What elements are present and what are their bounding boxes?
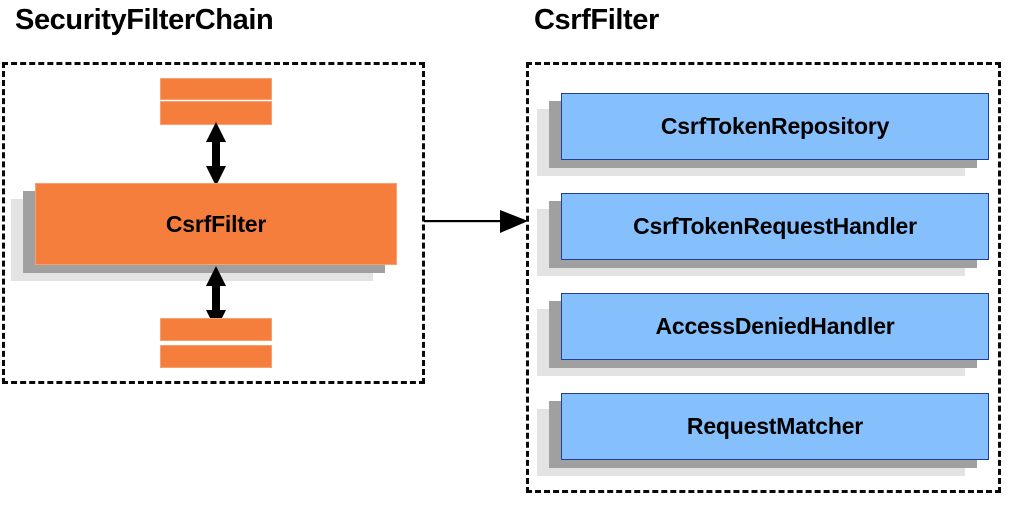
csrf-filter-panel bbox=[526, 62, 1001, 493]
collaborator-label: CsrfTokenRequestHandler bbox=[561, 193, 989, 260]
double-headed-arrow-up bbox=[206, 122, 226, 186]
panel-title-security-filter-chain: SecurityFilterChain bbox=[15, 4, 274, 36]
panel-title-csrf-filter: CsrfFilter bbox=[534, 4, 659, 36]
collaborator-label: AccessDeniedHandler bbox=[561, 293, 989, 360]
filter-bar-top-1 bbox=[160, 78, 272, 100]
filter-bar-bottom-1 bbox=[160, 318, 272, 341]
collaborator-label: RequestMatcher bbox=[561, 393, 989, 460]
csrf-filter-box-label: CsrfFilter bbox=[35, 183, 397, 265]
filter-bar-bottom-2 bbox=[160, 345, 272, 368]
collaborator-box-access-denied-handler[interactable]: AccessDeniedHandler bbox=[537, 293, 989, 376]
collaborator-box-request-matcher[interactable]: RequestMatcher bbox=[537, 393, 989, 476]
connector-arrow-right bbox=[424, 210, 528, 233]
security-filter-chain-panel bbox=[2, 62, 425, 384]
collaborator-label: CsrfTokenRepository bbox=[561, 93, 989, 160]
csrf-filter-box[interactable]: CsrfFilter bbox=[11, 183, 397, 281]
collaborator-box-csrf-token-repository[interactable]: CsrfTokenRepository bbox=[537, 93, 989, 176]
collaborator-box-csrf-token-request-handler[interactable]: CsrfTokenRequestHandler bbox=[537, 193, 989, 276]
